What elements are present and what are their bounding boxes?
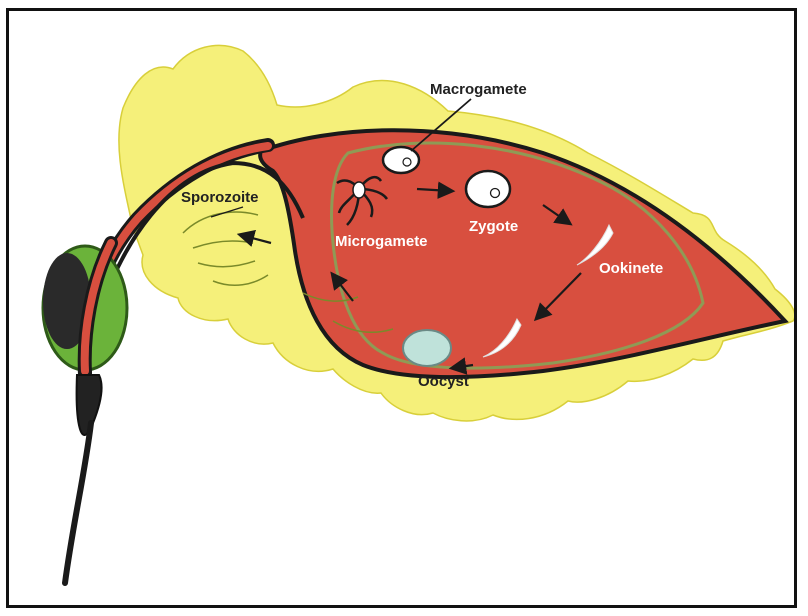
zygote-nucleus <box>491 189 500 198</box>
mosquito-lifecycle-diagram: Macrogamete Microgamete Zygote Ookinete … <box>6 8 797 608</box>
zygote-cell <box>466 171 510 207</box>
oocyst-cell <box>403 330 451 366</box>
label-zygote: Zygote <box>469 218 518 235</box>
proboscis-tip <box>65 423 91 583</box>
label-ookinete: Ookinete <box>599 260 663 277</box>
label-microgamete: Microgamete <box>335 233 428 250</box>
label-macrogamete: Macrogamete <box>430 81 527 98</box>
macrogamete-nucleus <box>403 158 411 166</box>
label-oocyst: Oocyst <box>418 373 469 390</box>
diagram-frame: Macrogamete Microgamete Zygote Ookinete … <box>6 8 797 608</box>
macrogamete-cell <box>383 147 419 173</box>
microgamete-body <box>353 182 365 198</box>
label-sporozoite: Sporozoite <box>181 189 259 206</box>
